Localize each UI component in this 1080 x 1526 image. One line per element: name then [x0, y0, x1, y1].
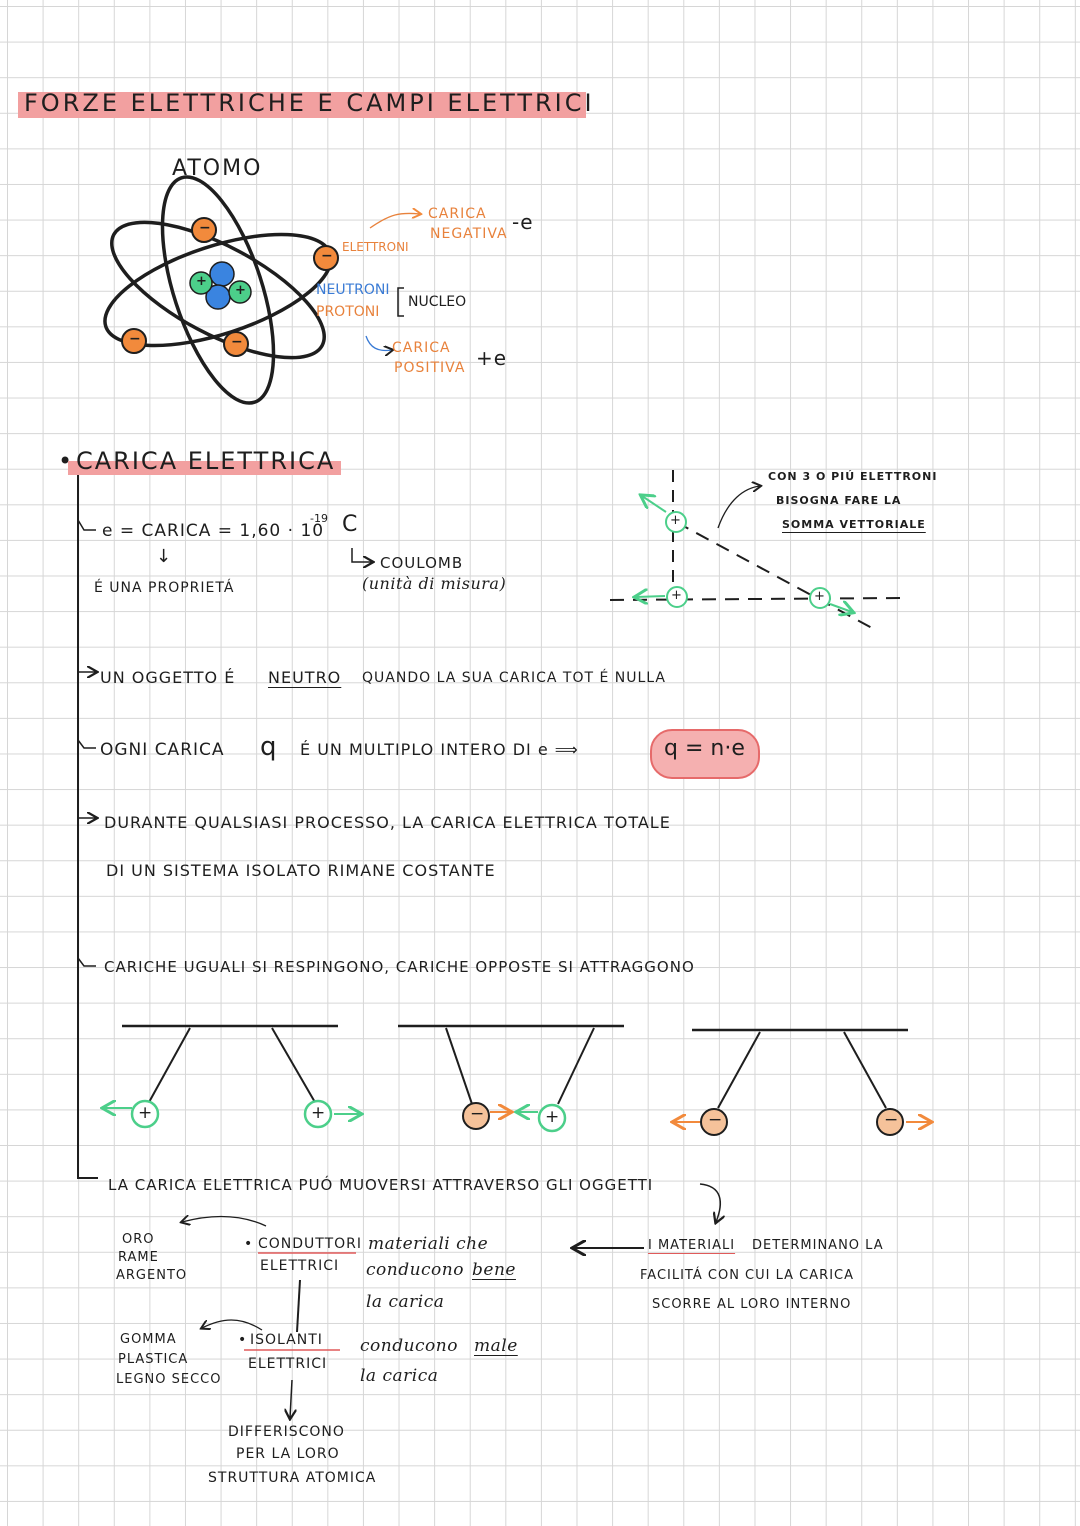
neutro-keyword: NEUTRO	[268, 668, 342, 687]
cariche-text: CARICHE UGUALI SI RESPINGONO, CARICHE OP…	[104, 958, 695, 976]
vector-note: CON 3 O PIÚ ELETTRONI	[768, 470, 938, 483]
pendulum-attract-opposite	[398, 1024, 624, 1133]
formula-q-ne: q = n·e	[664, 736, 745, 761]
vector-plus-sign: +	[670, 513, 681, 528]
e-property: É UNA PROPRIETÁ	[94, 580, 235, 596]
vector-note: BISOGNA FARE LA	[776, 494, 902, 507]
outline-bracket	[77, 475, 98, 1179]
label-elettroni: ELETTRONI	[342, 240, 409, 254]
label-carica-negativa: CARICA	[428, 206, 487, 222]
differiscono-text: DIFFERISCONO	[228, 1424, 345, 1440]
proton-plus-sign: +	[196, 274, 207, 289]
conservation-text: DI UN SISTEMA ISOLATO RIMANE COSTANTE	[106, 861, 496, 880]
differiscono-text: STRUTTURA ATOMICA	[208, 1470, 377, 1486]
down-arrow: ↓	[156, 546, 173, 567]
label-carica-negativa: NEGATIVA	[430, 226, 508, 242]
e-definition: e = CARICA = 1,60 · 10	[102, 521, 325, 541]
label-minus-e: -e	[512, 210, 534, 234]
isolanti-label: •	[238, 1332, 248, 1348]
atom-diagram	[103, 175, 420, 405]
example-oro: ORO	[122, 1232, 155, 1247]
label-plus-e: +e	[476, 346, 508, 370]
conduttori-label: •	[244, 1236, 254, 1252]
pendulum-repel-negative	[674, 1028, 930, 1136]
proton-plus-sign: +	[235, 283, 246, 298]
isolanti-label: ISOLANTI	[250, 1332, 323, 1348]
example-argento: ARGENTO	[116, 1268, 188, 1283]
electron-minus-sign: −	[231, 334, 244, 350]
neutro-text: QUANDO LA SUA CARICA TOT É NULLA	[362, 670, 666, 686]
conduttori-label: CONDUTTORI	[258, 1236, 363, 1252]
example-legno: LEGNO SECCO	[116, 1372, 222, 1387]
e-exponent: -19	[310, 512, 328, 525]
example-plastica: PLASTICA	[118, 1352, 189, 1367]
example-rame: RAME	[118, 1250, 159, 1265]
ball-minus-sign: −	[708, 1110, 723, 1130]
vector-note: SOMMA VETTORIALE	[782, 518, 926, 531]
unit-c: C	[342, 512, 359, 537]
conduttori-desc-keyword: bene	[472, 1260, 516, 1280]
neutro-text: UN OGGETTO É	[100, 668, 236, 687]
differiscono-text: PER LA LORO	[236, 1446, 340, 1462]
vector-plus-sign: +	[671, 588, 682, 603]
unit-note: (unità di misura)	[362, 574, 507, 593]
vector-plus-sign: +	[814, 589, 825, 604]
label-carica-positiva: CARICA	[392, 340, 451, 356]
page-title: FORZE ELETTRICHE E CAMPI ELETTRICI	[18, 91, 592, 118]
label-carica-positiva: POSITIVA	[394, 360, 466, 376]
materiali-note-keyword: I MATERIALI	[648, 1238, 736, 1253]
vector-sum-diagram	[609, 470, 901, 629]
multiplo-text: OGNI CARICA	[100, 740, 225, 760]
ball-plus-sign: +	[138, 1103, 153, 1123]
conservation-text: DURANTE QUALSIASI PROCESSO, LA CARICA EL…	[104, 813, 671, 832]
formula-highlight	[650, 729, 760, 779]
isolanti-desc-keyword: male	[474, 1336, 518, 1356]
electrons	[121, 217, 339, 357]
label-neutroni: NEUTRONI	[316, 282, 390, 298]
isolanti-desc: conducono	[360, 1336, 458, 1356]
muoversi-text: LA CARICA ELETTRICA PUÓ MUOVERSI ATTRAVE…	[108, 1176, 654, 1194]
isolanti-desc: la carica	[360, 1366, 439, 1386]
ball-plus-sign: +	[545, 1107, 560, 1127]
isolanti-label: ELETTRICI	[248, 1356, 328, 1372]
electron-minus-sign: −	[321, 248, 334, 264]
label-protoni: PROTONI	[316, 304, 380, 320]
coulomb-label: COULOMB	[380, 554, 464, 572]
multiplo-q: q	[260, 732, 278, 762]
nucleus	[189, 261, 252, 310]
ball-minus-sign: −	[884, 1110, 899, 1130]
materiali-note: DETERMINANO LA	[752, 1238, 884, 1253]
example-gomma: GOMMA	[120, 1332, 177, 1347]
section-heading: CARICA ELETTRICA	[68, 447, 342, 475]
electron-minus-sign: −	[199, 220, 212, 236]
conduttori-desc: conducono	[366, 1260, 464, 1280]
atom-heading: ATOMO	[172, 156, 263, 181]
ball-minus-sign: −	[470, 1104, 485, 1124]
conduttori-desc: materiali che	[368, 1234, 489, 1254]
ball-plus-sign: +	[311, 1103, 326, 1123]
materiali-note: FACILITÁ CON CUI LA CARICA	[640, 1268, 854, 1283]
pendulum-repel-positive	[104, 1024, 360, 1129]
materiali-note: SCORRE AL LORO INTERNO	[652, 1297, 852, 1312]
conduttori-label: ELETTRICI	[260, 1258, 340, 1274]
electron-minus-sign: −	[129, 331, 142, 347]
multiplo-text: É UN MULTIPLO INTERO DI e ⟹	[300, 740, 579, 759]
conduttori-desc: la carica	[366, 1292, 445, 1312]
label-nucleo: NUCLEO	[408, 294, 467, 310]
